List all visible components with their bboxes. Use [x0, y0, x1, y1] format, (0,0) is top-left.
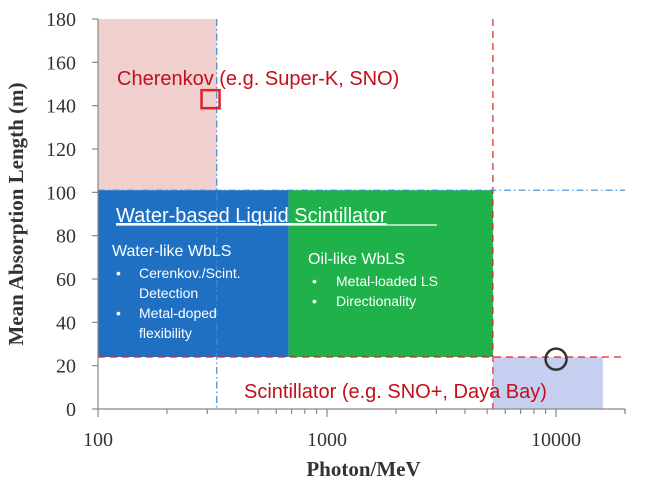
- y-tick-label-120: 120: [46, 139, 76, 161]
- wbls-title: Water-based Liquid Scintillator: [116, 205, 387, 227]
- region-cherenkov: [98, 19, 217, 191]
- annotations-layer: Cherenkov (e.g. Super-K, SNO) Scintillato…: [112, 68, 547, 403]
- y-tick-label-0: 0: [66, 399, 76, 421]
- y-tick-label-80: 80: [56, 226, 76, 248]
- oil-like-title: Oil-like WbLS: [308, 251, 405, 268]
- water-like-item-line-3: flexibility: [139, 325, 192, 341]
- oil-like-bullet-1: •: [312, 293, 317, 309]
- reference-lines-layer: [98, 19, 625, 409]
- x-tick-label-1000: 1000: [307, 429, 347, 451]
- oil-like-item-1: Directionality: [336, 293, 416, 309]
- square-marker: [200, 88, 221, 110]
- y-tick-label-140: 140: [46, 96, 76, 118]
- y-tick-label-160: 160: [46, 52, 76, 74]
- scintillator-label: Scintillator (e.g. SNO+, Daya Bay): [244, 381, 547, 403]
- axes-layer: 0 20 40 60 80 100 120 140 160 180 100 1000 10000Phot…: [4, 9, 626, 481]
- x-tick-label-10000: 10000: [531, 429, 581, 451]
- water-like-title: Water-like WbLS: [112, 243, 231, 260]
- x-axis-label: Photon/MeV: [306, 457, 420, 481]
- oil-like-bullet-0: •: [312, 273, 317, 289]
- y-tick-label-100: 100: [46, 182, 76, 204]
- water-like-item-line-1: Detection: [139, 285, 198, 301]
- y-axis-label: Mean Absorption Length (m): [4, 82, 28, 345]
- cherenkov-label: Cherenkov (e.g. Super-K, SNO): [117, 68, 399, 90]
- oil-like-item-0: Metal-loaded LS: [336, 273, 438, 289]
- region-oil-like-wbls: [288, 190, 493, 357]
- circle-marker: [544, 347, 568, 371]
- y-tick-label-180: 180: [46, 9, 76, 31]
- y-tick-label-60: 60: [56, 269, 76, 291]
- y-tick-label-40: 40: [56, 312, 76, 334]
- water-like-item-line-2: Metal-doped: [139, 305, 217, 321]
- region-water-like-wblS: [98, 190, 289, 357]
- markers-layer: [200, 88, 568, 371]
- water-like-bullet-2: •: [116, 305, 121, 321]
- water-like-bullet-0: •: [116, 265, 121, 281]
- y-tick-label-20: 20: [56, 356, 76, 378]
- x-tick-label-100: 100: [83, 429, 113, 451]
- water-like-item-line-0: Cerenkov./Scint.: [139, 265, 241, 281]
